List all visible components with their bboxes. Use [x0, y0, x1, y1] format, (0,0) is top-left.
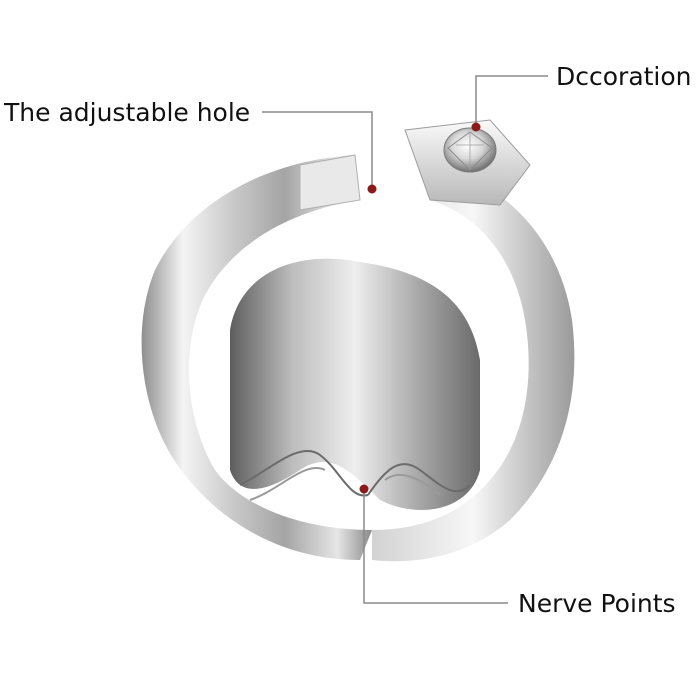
adjustable-hole-marker — [367, 184, 377, 194]
nerve-points-marker — [359, 484, 369, 494]
ring-outer-band-right — [372, 165, 575, 562]
ring-left-end — [299, 154, 361, 211]
decoration-callout — [471, 75, 548, 132]
nerve-points-callout — [359, 484, 508, 604]
decoration-marker — [471, 122, 481, 132]
nerve-point-ridges — [239, 449, 471, 501]
label-decoration: Dccoration — [556, 62, 692, 91]
adjustable-hole-callout — [262, 111, 377, 194]
ring-outer-band-left — [141, 155, 372, 560]
gem-icon — [443, 127, 497, 173]
label-adjustable-hole: The adjustable hole — [3, 98, 250, 127]
label-nerve-points: Nerve Points — [518, 589, 676, 618]
ring-inner-surface — [230, 258, 480, 510]
